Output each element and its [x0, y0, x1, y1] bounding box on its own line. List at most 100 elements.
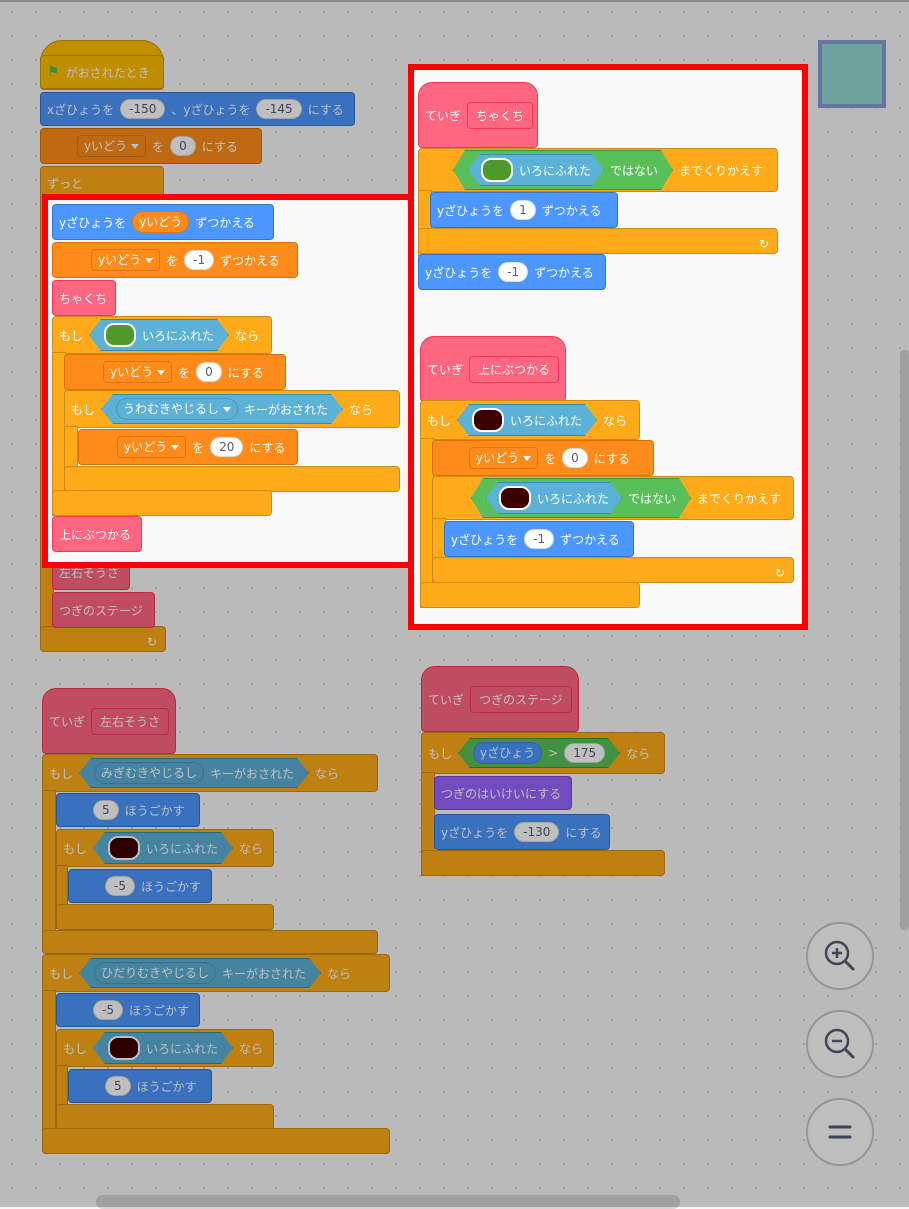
color-swatch[interactable] — [108, 836, 140, 860]
color-swatch[interactable] — [104, 323, 136, 347]
stage-thumbnail[interactable] — [818, 40, 886, 108]
repeat-until-block[interactable]: いろにふれた ではない までくりかえす — [418, 148, 778, 192]
greater-than-condition[interactable]: yざひょう > 175 — [458, 738, 620, 768]
x-value-input[interactable]: -150 — [120, 99, 166, 119]
change-y-input[interactable]: -1 — [498, 262, 529, 282]
touching-color-condition[interactable]: いろにふれた — [468, 154, 604, 186]
move-steps-block[interactable]: -5 ほうごかす — [68, 869, 212, 903]
touching-color-condition[interactable]: いろにふれた — [457, 404, 597, 436]
zoom-in-button[interactable] — [806, 922, 874, 990]
change-y-block[interactable]: yざひょうを -1 ずつかえる — [444, 521, 634, 557]
define-landing-hat[interactable]: ていぎ ちゃくち — [418, 82, 538, 148]
next-backdrop-block[interactable]: つぎのはいけいにする — [434, 776, 572, 810]
call-landing-block[interactable]: ちゃくち — [52, 280, 116, 316]
variable-dropdown[interactable]: yいどう — [469, 447, 539, 469]
set-value-input[interactable]: 0 — [196, 362, 222, 382]
key-pressed-condition[interactable]: みぎむきやじるしキーがおされた — [79, 758, 309, 788]
vertical-scrollbar[interactable] — [900, 350, 909, 930]
operator-label: > — [548, 746, 559, 760]
repeat-until-label: までくりかえす — [679, 163, 764, 178]
if-right-key-block[interactable]: もし みぎむきやじるしキーがおされた なら — [42, 754, 378, 792]
if-touching-dark-block[interactable]: もし いろにふれた なら — [420, 400, 640, 440]
set-label-end: にする — [593, 451, 630, 466]
if-label: もし — [59, 328, 84, 343]
key-pressed-condition[interactable]: ひだりむきやじるしキーがおされた — [79, 958, 321, 988]
if-touching-green-block[interactable]: もし いろにふれた なら — [52, 316, 272, 354]
steps-input[interactable]: 5 — [105, 1076, 131, 1096]
change-y-input[interactable]: 1 — [510, 200, 536, 220]
set-variable-block[interactable]: yいどう を 0 にする — [64, 354, 286, 390]
zoom-out-button[interactable] — [806, 1010, 874, 1078]
set-y-block[interactable]: yざひょうを -130 にする — [434, 814, 610, 850]
variable-dropdown[interactable]: yいどう — [103, 361, 173, 383]
change-y-block[interactable]: yざひょうを 1 ずつかえる — [430, 192, 618, 228]
variable-dropdown[interactable]: yいどう — [91, 249, 161, 271]
not-condition[interactable]: いろにふれた ではない — [453, 150, 673, 190]
change-y-block[interactable]: yざひょうを -1 ずつかえる — [418, 254, 606, 290]
y-position-reporter[interactable]: yざひょう — [473, 742, 542, 764]
steps-input[interactable]: -5 — [93, 1000, 123, 1020]
repeat-until-block[interactable]: いろにふれた ではない までくりかえす — [432, 476, 794, 520]
if-y-greater-block[interactable]: もし yざひょう > 175 なら — [421, 732, 665, 774]
move-steps-block[interactable]: 5 ほうごかす — [68, 1069, 212, 1103]
if-left-key-block[interactable]: もし ひだりむきやじるしキーがおされた なら — [42, 954, 390, 992]
loop-arrow-icon: ↻ — [774, 566, 785, 580]
set-value-input[interactable]: 0 — [170, 136, 196, 156]
touching-color-condition[interactable]: いろにふれた — [89, 319, 229, 351]
horizontal-scrollbar[interactable] — [96, 1195, 680, 1209]
define-left-right-hat[interactable]: ていぎ 左右そうさ — [42, 688, 176, 754]
set-variable-block[interactable]: yいどう を 0 にする — [40, 128, 262, 164]
if-up-foot — [64, 466, 400, 492]
if-up-key-block[interactable]: もし うわむきやじるしキーがおされた なら — [64, 390, 400, 428]
change-y-by-variable-block[interactable]: yざひょうを yいどう ずつかえる — [52, 204, 274, 240]
when-flag-clicked-block[interactable]: ⚑ がおされたとき — [40, 55, 164, 89]
then-label: なら — [626, 746, 651, 761]
not-condition[interactable]: いろにふれた ではない — [471, 478, 691, 518]
goto-xy-block[interactable]: xざひょうを -150 、yざひょうを -145 にする — [40, 92, 355, 126]
key-dropdown[interactable]: みぎむきやじるし — [94, 762, 204, 784]
touching-color-condition[interactable]: いろにふれた — [93, 1032, 233, 1064]
call-next-stage-block[interactable]: つぎのステージ — [52, 592, 155, 628]
steps-input[interactable]: 5 — [93, 800, 119, 820]
set-variable-block[interactable]: yいどう を 0 にする — [432, 440, 654, 476]
set-value-input[interactable]: 20 — [210, 437, 244, 457]
if-y-foot — [421, 850, 665, 876]
key-dropdown[interactable]: うわむきやじるし — [116, 398, 238, 420]
set-value-input[interactable]: 0 — [562, 448, 588, 468]
if-touching-color-block[interactable]: もし いろにふれた なら — [56, 829, 274, 867]
define-hit-top-hat[interactable]: ていぎ 上にぶつかる — [420, 336, 566, 402]
change-y-label: yざひょうを — [451, 532, 519, 547]
change-value-input[interactable]: -1 — [184, 250, 215, 270]
color-swatch[interactable] — [481, 158, 513, 182]
color-swatch[interactable] — [472, 408, 504, 432]
green-flag-icon: ⚑ — [47, 64, 60, 80]
call-landing-label: ちゃくち — [59, 291, 108, 306]
move-steps-block[interactable]: 5 ほうごかす — [56, 793, 200, 827]
if-touching-color-block[interactable]: もし いろにふれた なら — [56, 1029, 274, 1067]
if-dark-foot — [420, 582, 640, 608]
define-next-stage-hat[interactable]: ていぎ つぎのステージ — [421, 666, 579, 732]
touching-color-condition[interactable]: いろにふれた — [93, 832, 233, 864]
if-left-arm — [42, 990, 56, 1150]
zoom-reset-button[interactable] — [806, 1098, 874, 1166]
variable-dropdown[interactable]: yいどう — [77, 135, 147, 157]
steps-input[interactable]: -5 — [105, 876, 135, 896]
change-y-input[interactable]: -1 — [524, 529, 555, 549]
touching-color-condition[interactable]: いろにふれた — [486, 482, 622, 514]
variable-dropdown[interactable]: yいどう — [117, 436, 187, 458]
y-value-input[interactable]: -145 — [256, 99, 302, 119]
key-dropdown[interactable]: ひだりむきやじるし — [94, 962, 216, 984]
set-variable-block[interactable]: yいどう を 20 にする — [78, 429, 298, 465]
change-y-label: yざひょうを — [59, 215, 127, 230]
variable-reporter[interactable]: yいどう — [132, 211, 190, 233]
compare-value-input[interactable]: 175 — [564, 743, 605, 763]
goto-label-end: にする — [307, 102, 344, 117]
change-variable-block[interactable]: yいどう を -1 ずつかえる — [52, 242, 298, 278]
y-value-input[interactable]: -130 — [514, 822, 560, 842]
key-pressed-condition[interactable]: うわむきやじるしキーがおされた — [101, 394, 343, 424]
color-swatch[interactable] — [108, 1036, 140, 1060]
call-hit-top-block[interactable]: 上にぶつかる — [52, 516, 142, 552]
set-label: を — [192, 440, 205, 455]
color-swatch[interactable] — [499, 486, 531, 510]
move-steps-block[interactable]: -5 ほうごかす — [56, 993, 200, 1027]
